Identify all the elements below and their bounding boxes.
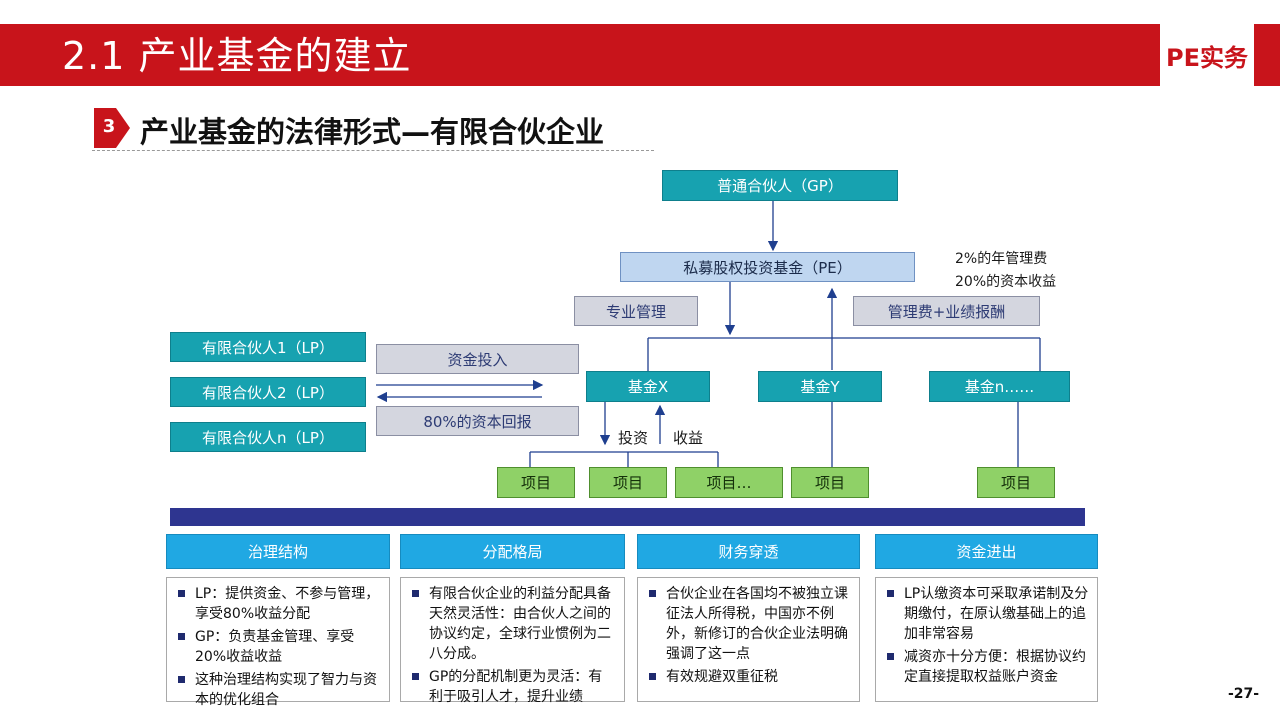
project-box: 项目 [497, 467, 575, 498]
pe-fund-box: 私募股权投资基金（PE） [620, 252, 915, 282]
section-underline [92, 150, 654, 151]
professional-management-box: 专业管理 [574, 296, 698, 326]
card-finance: 合伙企业在各国均不被独立课征法人所得税，中国亦不例外，新修订的合伙企业法明确强调… [637, 577, 860, 702]
header-bar-right [1254, 24, 1280, 86]
card-capital-flow: LP认缴资本可采取承诺制及分期缴付，在原认缴基础上的追加非常容易 减资亦十分方便… [875, 577, 1098, 702]
gp-box: 普通合伙人（GP） [662, 170, 898, 201]
list-item: 减资亦十分方便：根据协议约定直接提取权益账户资金 [884, 647, 1089, 687]
fee-reward-box: 管理费+业绩报酬 [853, 296, 1040, 326]
column-heading-distribution: 分配格局 [400, 534, 625, 569]
slide-title: 2.1 产业基金的建立 [62, 34, 412, 78]
column-heading-capital-flow: 资金进出 [875, 534, 1098, 569]
brand-logo: PE实务 [1166, 44, 1248, 72]
lp-box-1: 有限合伙人1（LP） [170, 332, 366, 362]
lp-box-n: 有限合伙人n（LP） [170, 422, 366, 452]
invest-label: 投资 [618, 429, 649, 447]
list-item: GP的分配机制更为灵活：有利于吸引人才，提升业绩 [409, 667, 616, 707]
list-item: 有效规避双重征税 [646, 667, 851, 687]
income-label: 收益 [673, 429, 704, 447]
column-heading-governance: 治理结构 [166, 534, 390, 569]
page-number: -27- [1228, 686, 1260, 702]
fund-y-box: 基金Y [758, 371, 882, 402]
annual-fee-note: 2%的年管理费 [955, 251, 1048, 267]
divider-bar [170, 508, 1085, 526]
list-item: GP：负责基金管理、享受20%收益收益 [175, 627, 381, 667]
project-box: 项目 [589, 467, 667, 498]
list-item: 这种治理结构实现了智力与资本的优化组合 [175, 670, 381, 710]
list-item: LP认缴资本可采取承诺制及分期缴付，在原认缴基础上的追加非常容易 [884, 584, 1089, 644]
list-item: 合伙企业在各国均不被独立课征法人所得税，中国亦不例外，新修订的合伙企业法明确强调… [646, 584, 851, 664]
project-box: 项目 [791, 467, 869, 498]
section-badge-icon [94, 108, 130, 148]
fund-x-box: 基金X [586, 371, 710, 402]
capital-input-box: 资金投入 [376, 344, 579, 374]
project-box: 项目… [675, 467, 783, 498]
list-item: LP：提供资金、不参与管理，享受80%收益分配 [175, 584, 381, 624]
card-governance: LP：提供资金、不参与管理，享受80%收益分配 GP：负责基金管理、享受20%收… [166, 577, 390, 708]
list-item: 有限合伙企业的利益分配具备天然灵活性：由合伙人之间的协议约定，全球行业惯例为二八… [409, 584, 616, 664]
project-box: 项目 [977, 467, 1055, 498]
card-distribution: 有限合伙企业的利益分配具备天然灵活性：由合伙人之间的协议约定，全球行业惯例为二八… [400, 577, 625, 705]
fund-n-box: 基金n…… [929, 371, 1070, 402]
capital-return-box: 80%的资本回报 [376, 406, 579, 436]
lp-box-2: 有限合伙人2（LP） [170, 377, 366, 407]
section-title: 产业基金的法律形式—有限合伙企业 [140, 115, 605, 149]
header-bar [0, 24, 1160, 86]
column-heading-finance: 财务穿透 [637, 534, 860, 569]
capital-gain-note: 20%的资本收益 [955, 274, 1057, 290]
section-number: 3 [102, 116, 116, 137]
